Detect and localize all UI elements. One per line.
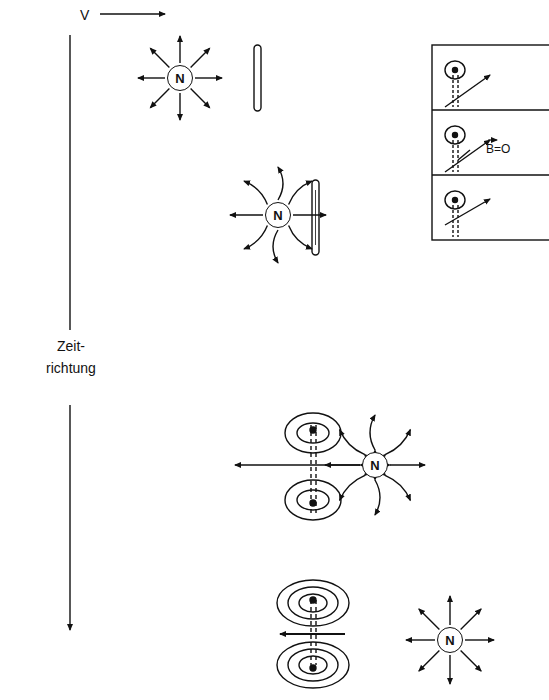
field-line	[150, 89, 169, 108]
field-line	[191, 48, 210, 67]
field-line	[465, 639, 494, 640]
field-line	[458, 150, 470, 160]
field-line	[289, 181, 312, 204]
field-line	[445, 61, 465, 79]
inset-frame	[432, 45, 549, 240]
field-line	[191, 89, 210, 108]
time-axis	[69, 405, 70, 630]
field-lines	[138, 36, 222, 120]
field-line	[419, 651, 440, 672]
field-line	[138, 77, 165, 78]
field-line	[419, 609, 440, 630]
field-line	[449, 596, 450, 625]
pole-label: N	[175, 72, 184, 85]
field-line	[370, 415, 375, 450]
monopole-circle: N	[265, 202, 291, 228]
field-line	[385, 454, 386, 455]
field-line	[457, 205, 458, 237]
inset-sketch	[445, 61, 490, 237]
field-line	[385, 475, 386, 476]
pole-label: N	[445, 634, 454, 647]
field-lines	[235, 415, 425, 515]
field-line	[406, 639, 435, 640]
monopole-circle: N	[437, 627, 463, 653]
field-line	[375, 480, 380, 515]
field-line	[453, 68, 458, 73]
field-line	[244, 181, 267, 204]
velocity-arrow	[100, 13, 165, 14]
field-line	[150, 48, 169, 67]
field-line	[457, 140, 458, 172]
field-line	[364, 475, 365, 476]
ring-edge	[312, 180, 319, 255]
field-line	[386, 476, 411, 501]
pole-label: N	[273, 209, 282, 222]
velocity-label: V	[80, 4, 89, 26]
field-line	[374, 479, 375, 481]
field-line	[453, 198, 458, 203]
field-line	[293, 214, 326, 215]
field-line	[445, 191, 465, 209]
field-line	[374, 449, 375, 451]
field-line	[461, 651, 482, 672]
time-axis	[69, 35, 70, 330]
field-line	[461, 609, 482, 630]
field-line	[179, 36, 180, 63]
field-line	[389, 464, 391, 465]
field-line	[278, 167, 283, 200]
field-lines	[230, 167, 326, 263]
field-line	[390, 464, 425, 465]
ring-current-field	[285, 413, 341, 520]
time-direction-label: Zeit- richtung	[36, 335, 106, 380]
field-line	[235, 464, 360, 465]
monopole-circle: N	[362, 452, 388, 478]
ring-edge	[254, 45, 261, 111]
field-line	[445, 199, 490, 225]
field-lines	[406, 596, 494, 684]
field-line	[273, 230, 278, 263]
field-line	[289, 226, 312, 249]
field-zero-label: B=O	[486, 140, 510, 159]
field-line	[445, 75, 490, 107]
field-line	[449, 655, 450, 684]
field-line	[445, 126, 465, 144]
ring-current-field	[277, 580, 349, 688]
field-line	[457, 75, 458, 107]
field-line	[445, 140, 490, 172]
field-line	[386, 430, 411, 455]
field-line	[340, 430, 365, 455]
field-line	[230, 214, 263, 215]
field-line	[244, 226, 267, 249]
pole-label: N	[370, 459, 379, 472]
monopole-circle: N	[167, 65, 193, 91]
field-line	[195, 77, 222, 78]
field-line	[179, 93, 180, 120]
field-line	[340, 476, 365, 501]
field-line	[453, 133, 458, 138]
